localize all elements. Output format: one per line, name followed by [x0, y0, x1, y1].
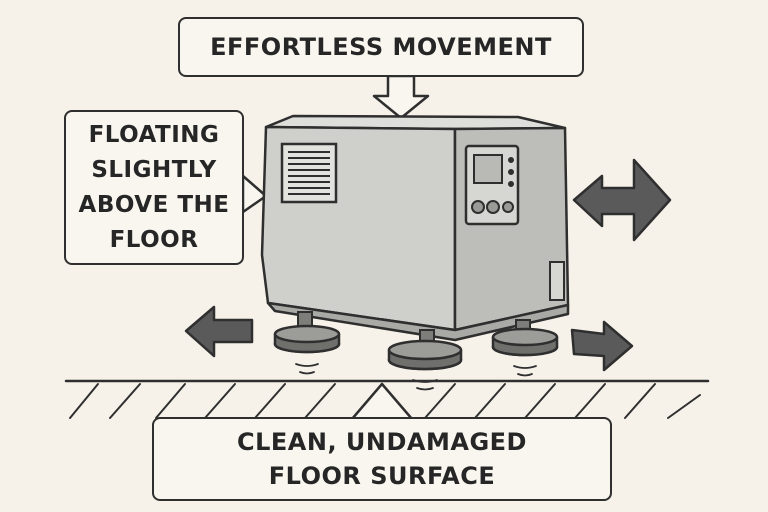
floor-surface-label: CLEAN, UNDAMAGED FLOOR SURFACE	[237, 428, 527, 490]
effortless-movement-callout: EFFORTLESS MOVEMENT	[178, 17, 584, 77]
bottom-callout-pointer	[350, 382, 414, 421]
air-caster-icon	[273, 324, 559, 371]
air-flow-marks	[295, 363, 537, 391]
side-latch	[549, 261, 565, 301]
direction-arrow-icon	[184, 158, 672, 372]
effortless-movement-label: EFFORTLESS MOVEMENT	[210, 33, 552, 61]
floor-surface-callout: CLEAN, UNDAMAGED FLOOR SURFACE	[152, 417, 612, 501]
top-callout-pointer	[372, 74, 430, 120]
floating-label: FLOATING SLIGHTLY ABOVE THE FLOOR	[78, 121, 230, 253]
vent-icon	[280, 142, 338, 204]
control-panel-icon	[464, 144, 520, 226]
floating-callout: FLOATING SLIGHTLY ABOVE THE FLOOR	[64, 110, 244, 265]
floor-hatch-icon	[64, 379, 710, 419]
